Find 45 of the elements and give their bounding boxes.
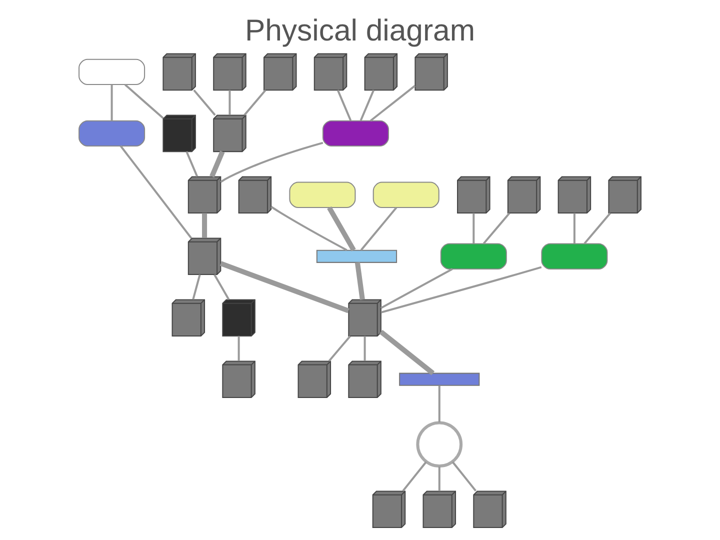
connector — [210, 150, 225, 178]
connector — [220, 261, 350, 314]
connector — [193, 90, 216, 116]
connector — [482, 212, 510, 244]
node-box — [322, 120, 389, 147]
node-circle — [416, 421, 463, 468]
connector — [328, 335, 351, 362]
connector — [370, 85, 416, 122]
node-box — [78, 120, 146, 147]
connector — [186, 151, 198, 177]
node-bar — [399, 372, 480, 386]
connector — [124, 84, 164, 119]
connector — [270, 206, 348, 251]
connector — [364, 336, 366, 361]
connector — [472, 213, 475, 244]
connector — [379, 330, 435, 376]
connector — [354, 262, 365, 300]
connector — [360, 207, 398, 251]
node-box — [440, 243, 507, 270]
connector — [438, 466, 440, 492]
connector — [244, 90, 266, 116]
connector — [238, 336, 240, 361]
connector — [584, 212, 612, 244]
connector — [214, 274, 230, 300]
connector — [360, 90, 375, 121]
connector — [228, 90, 231, 116]
connector — [192, 274, 201, 300]
node-box — [78, 58, 146, 86]
connector — [120, 145, 192, 239]
diagram-title: Physical diagram — [244, 14, 476, 48]
connector — [402, 461, 427, 492]
connector — [452, 461, 477, 492]
node-box — [541, 243, 608, 270]
connector — [110, 84, 113, 121]
node-bar — [316, 250, 398, 263]
connector — [573, 213, 576, 244]
connector — [327, 206, 356, 252]
connector — [220, 142, 324, 183]
connector — [438, 386, 440, 423]
node-box — [289, 182, 356, 208]
connector — [380, 268, 453, 309]
connector — [202, 213, 208, 238]
connector — [380, 266, 542, 314]
connector — [336, 90, 352, 121]
node-box — [372, 182, 440, 208]
